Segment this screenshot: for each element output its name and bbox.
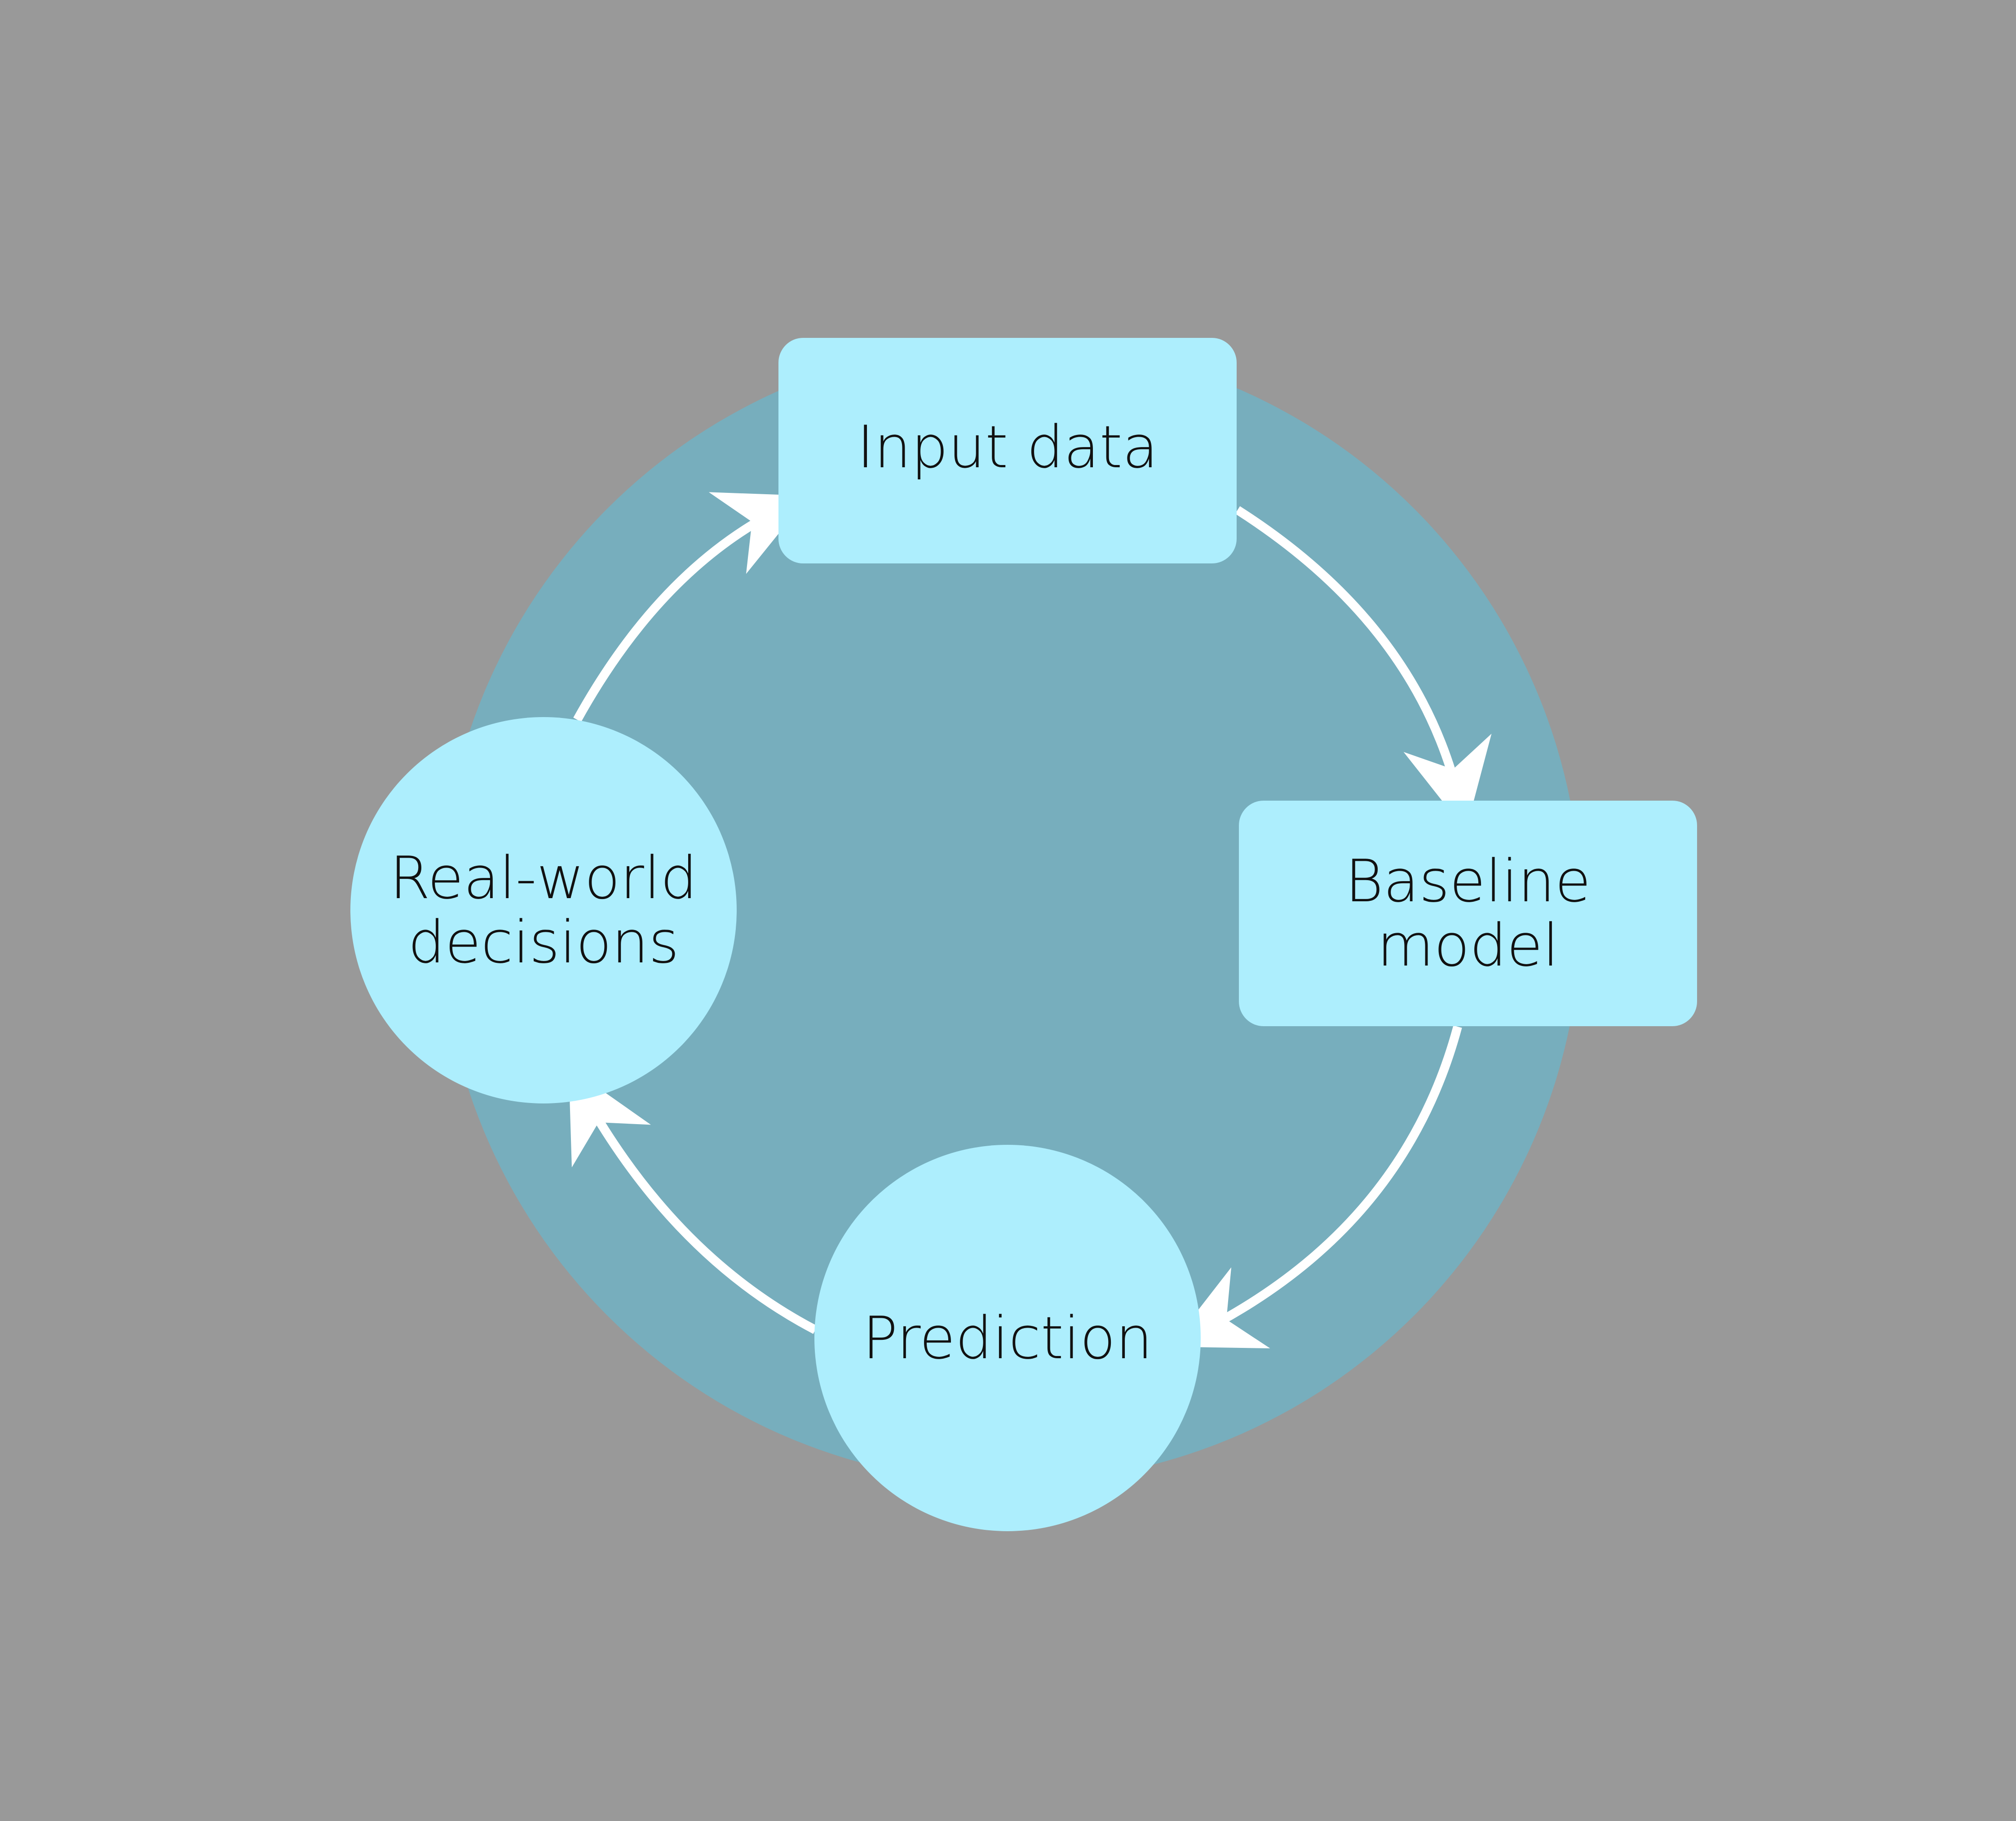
node-baseline-model: Baseline model (1239, 801, 1697, 1026)
node-prediction: Prediction (814, 1145, 1201, 1531)
node-prediction-label: Prediction (862, 1303, 1153, 1372)
arrow-decisions-to-input (573, 492, 809, 722)
node-real-world-decisions-label: Real-world decisions (389, 844, 698, 976)
node-input-data: Input data (778, 338, 1237, 563)
arrow-baseline-to-prediction (1169, 1025, 1462, 1348)
node-real-world-decisions: Real-world decisions (350, 717, 737, 1103)
arrow-prediction-to-decisions (569, 1067, 818, 1334)
node-input-data-label: Input data (857, 413, 1158, 481)
arrow-input-to-baseline (1235, 506, 1492, 831)
node-baseline-model-label: Baseline model (1345, 847, 1591, 979)
